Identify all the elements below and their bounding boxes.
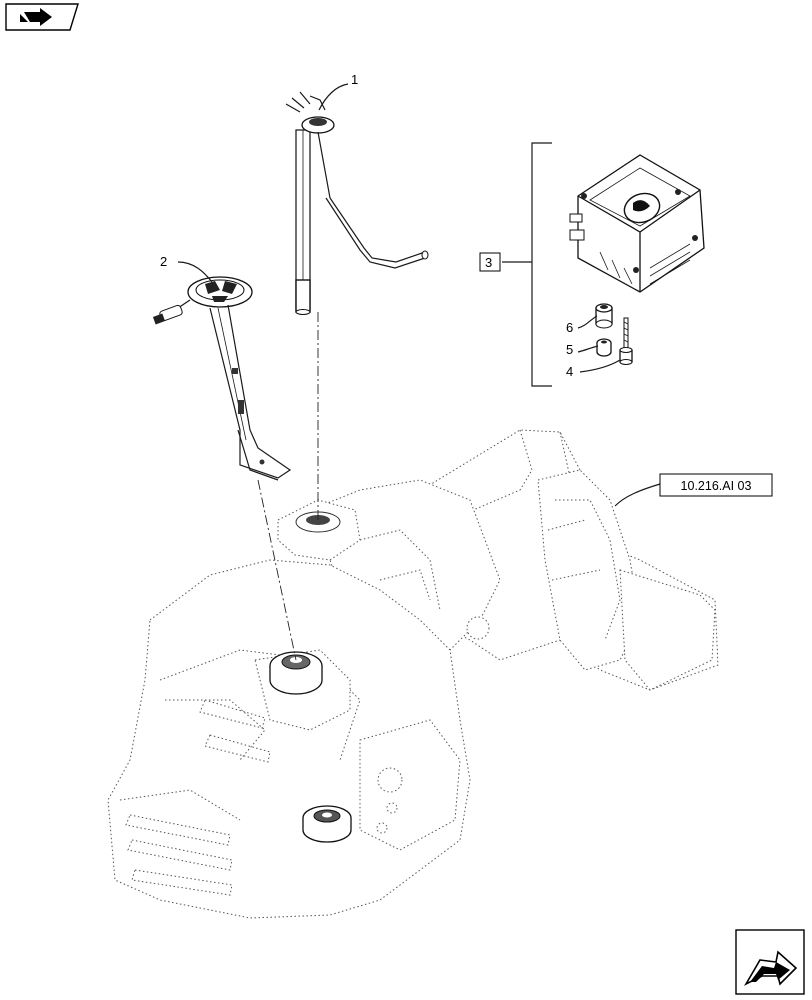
part-3-control-module[interactable] <box>569 154 705 293</box>
next-page-arrow-icon[interactable] <box>735 929 805 995</box>
callout-5-number: 5 <box>566 342 573 357</box>
part-6-grommet[interactable] <box>595 303 613 329</box>
callout-6: 6 <box>566 315 598 335</box>
filler-cap-lower <box>302 805 352 843</box>
fuel-tank-ghost <box>107 429 719 919</box>
callout-4-number: 4 <box>566 364 573 379</box>
callout-6-number: 6 <box>566 320 573 335</box>
callout-1-number: 1 <box>351 72 358 87</box>
reference-link[interactable]: 10.216.AI 03 <box>614 473 773 507</box>
filler-cap-upper <box>269 651 323 695</box>
part-3-group-bracket <box>502 142 552 387</box>
reference-label: 10.216.AI 03 <box>681 479 752 493</box>
part-2-fuel-sender[interactable] <box>152 276 292 481</box>
previous-page-arrow-icon[interactable] <box>5 3 79 31</box>
callout-4: 4 <box>566 359 621 379</box>
callout-5: 5 <box>566 342 599 357</box>
part-1-fuel-sender-tube[interactable] <box>285 91 429 315</box>
callout-2-number: 2 <box>160 254 167 269</box>
part-4-screw[interactable] <box>619 317 633 365</box>
callout-1: 1 <box>318 72 358 111</box>
part-5-spacer[interactable] <box>596 338 612 357</box>
callout-3-number: 3 <box>485 255 492 270</box>
callout-3: 3 <box>479 252 501 272</box>
callout-2: 2 <box>160 254 213 283</box>
